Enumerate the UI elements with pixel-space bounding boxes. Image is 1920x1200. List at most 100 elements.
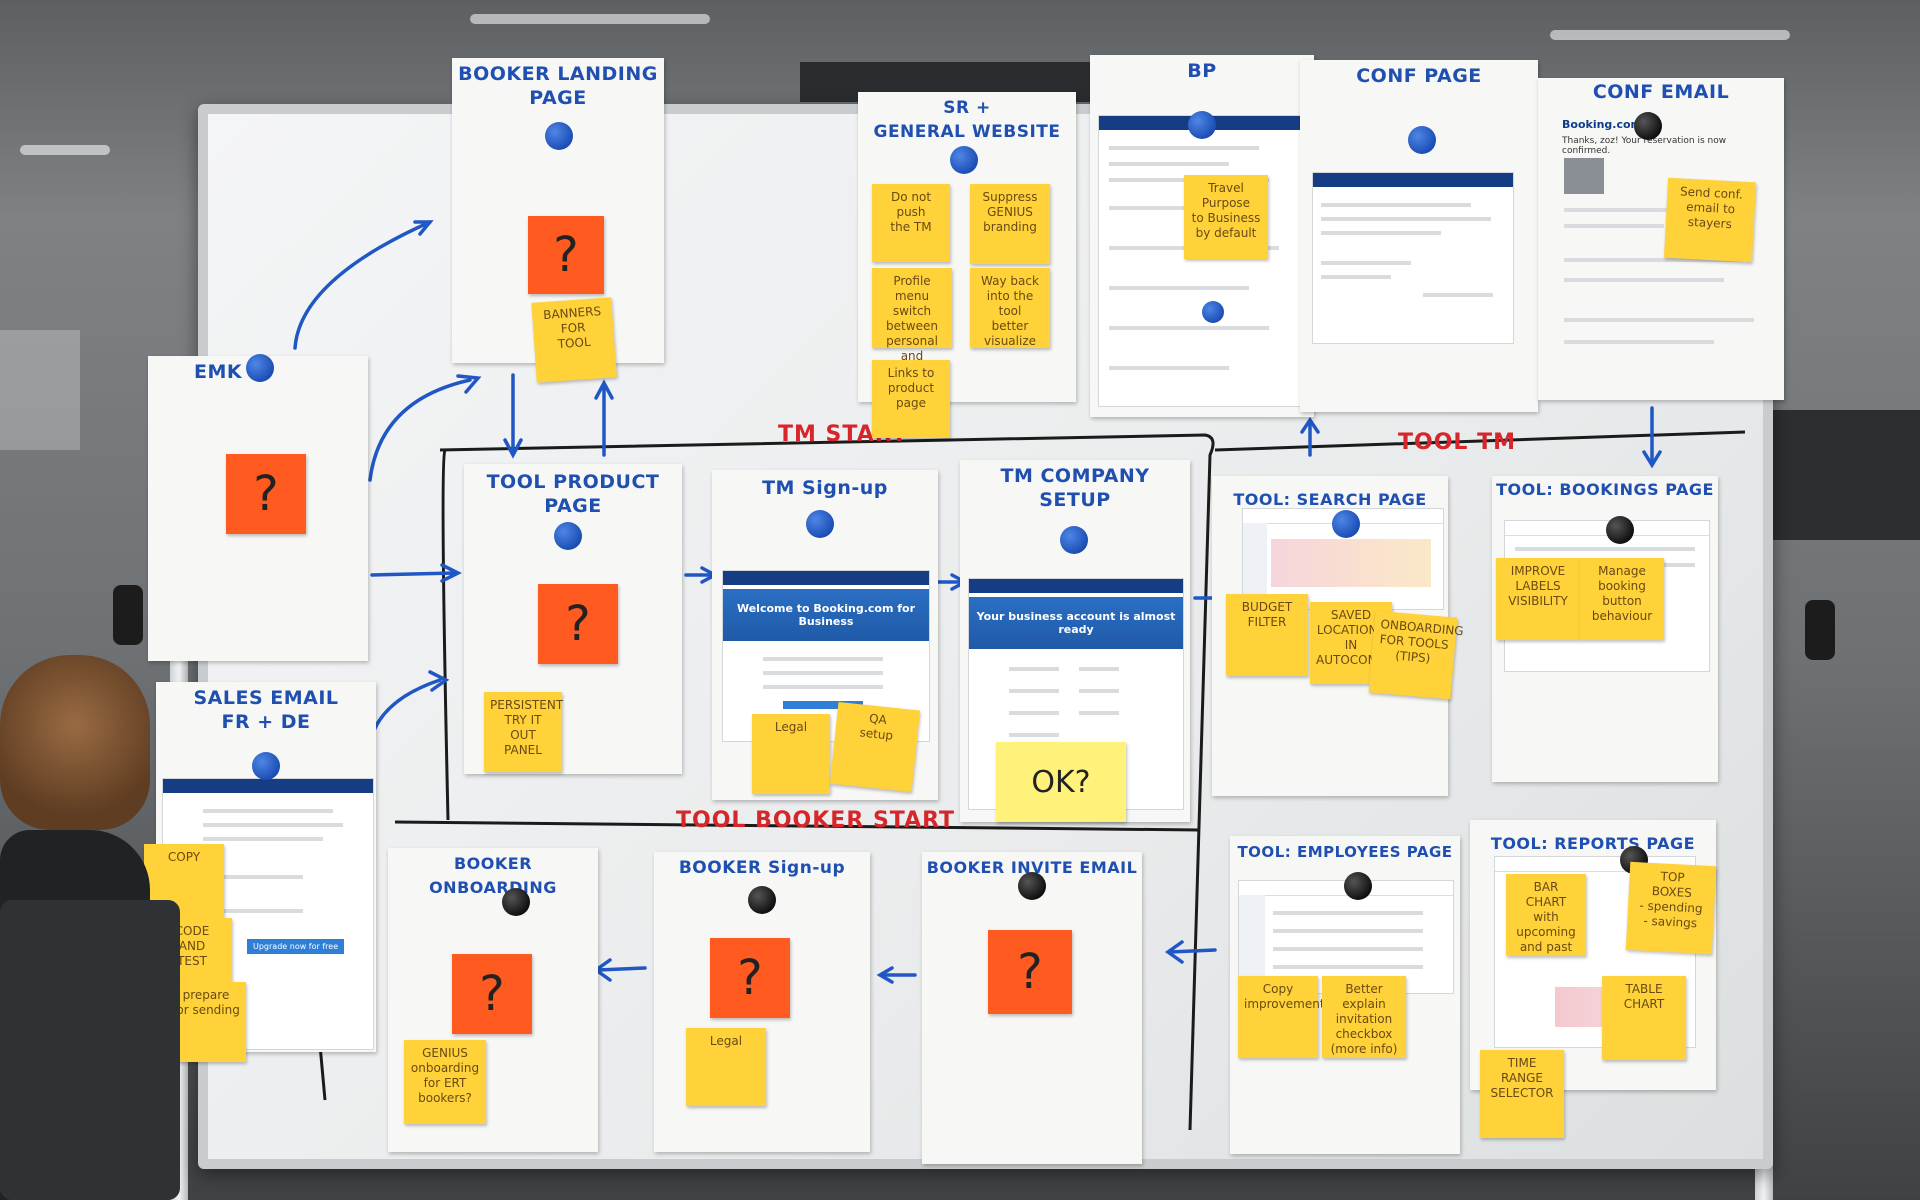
conf-email-thanks: Thanks, zoz! Your reservation is now con… xyxy=(1562,136,1727,156)
sticky-qa-setup: QA setup xyxy=(829,701,921,793)
easel-knob-left[interactable] xyxy=(113,585,143,645)
magnet xyxy=(1332,510,1360,538)
label-tool-booker-start: TOOL BOOKER START xyxy=(676,808,956,833)
sheet-sr-general: SR + GENERAL WEBSITE Do not push the TM … xyxy=(858,92,1076,438)
sticky-budget-filter: BUDGET FILTER xyxy=(1226,594,1308,676)
sticky-links-product: Links to product page xyxy=(872,360,950,438)
sticky-legal: Legal xyxy=(752,714,830,794)
label-tool-tm: TOOL TM xyxy=(1398,430,1516,455)
magnet xyxy=(950,146,978,174)
sheet-title: BOOKER ONBOARDING xyxy=(429,854,557,897)
magnet xyxy=(1018,872,1046,900)
sheet-tool-employees: TOOL: EMPLOYEES PAGE Copy improvements B… xyxy=(1230,836,1460,1154)
sheet-sales-email: SALES EMAIL FR + DE Upgrade now for free… xyxy=(144,682,376,1062)
sheet-tool-reports: TOOL: REPORTS PAGE BAR CHART with upcomi… xyxy=(1470,820,1717,1090)
sheet-title: TOOL: REPORTS PAGE xyxy=(1490,834,1696,853)
person-head xyxy=(0,655,150,830)
sheet-title: BOOKER Sign-up xyxy=(678,858,846,878)
sheet-booker-invite: BOOKER INVITE EMAIL ? xyxy=(922,852,1142,1164)
account-hero: Your business account is almost ready xyxy=(969,597,1183,649)
sticky-question: ? xyxy=(226,454,306,534)
sticky-question: ? xyxy=(452,954,532,1034)
magnet xyxy=(1202,301,1224,323)
magnet xyxy=(1060,526,1088,554)
sheet-tool-bookings: TOOL: BOOKINGS PAGE IMPROVE LABELS VISIB… xyxy=(1492,476,1718,782)
sheet-tool-product: TOOL PRODUCT PAGE ? PERSISTENT TRY IT OU… xyxy=(464,464,682,774)
sheet-title: BOOKER INVITE EMAIL xyxy=(926,858,1138,877)
sheet-title: BP xyxy=(1187,60,1217,82)
sticky-send-conf: Send conf. email to stayers xyxy=(1663,177,1757,263)
brand-text: Booking.com xyxy=(1562,118,1643,131)
sticky-suppress-genius: Suppress GENIUS branding xyxy=(970,184,1050,264)
booker-line xyxy=(394,820,1201,832)
magnet xyxy=(502,888,530,916)
magnet xyxy=(246,354,274,382)
ceiling-light xyxy=(1550,30,1790,40)
sticky-onboarding-tooltips: ONBOARDING FOR TOOLS (TIPS) xyxy=(1368,610,1464,700)
welcome-hero: Welcome to Booking.com for Business xyxy=(723,589,929,641)
magnet xyxy=(545,122,573,150)
tm-black-line xyxy=(439,433,1215,1131)
sticky-persistent: PERSISTENT TRY IT OUT PANEL xyxy=(484,692,563,772)
magnet xyxy=(1408,126,1436,154)
magnet xyxy=(554,522,582,550)
sticky-better-explain: Better explain invitation checkbox (more… xyxy=(1322,976,1406,1058)
sticky-legal: Legal xyxy=(686,1028,766,1106)
magnet xyxy=(252,752,280,780)
tool-tm-line xyxy=(1214,430,1746,452)
background-window xyxy=(0,330,80,450)
magnet xyxy=(806,510,834,538)
sheet-tm-company: TM COMPANY SETUP Your business account i… xyxy=(960,460,1190,822)
tool-employees-screenshot xyxy=(1238,880,1454,994)
sticky-genius-onboarding: GENIUS onboarding for ERT bookers? xyxy=(404,1040,486,1124)
sticky-question: ? xyxy=(538,584,618,664)
sheet-tm-signup: TM Sign-up Welcome to Booking.com for Bu… xyxy=(712,470,938,800)
upgrade-button[interactable]: Upgrade now for free xyxy=(247,939,345,954)
sheet-title: CONF EMAIL xyxy=(1592,81,1730,103)
sheet-title: TOOL: BOOKINGS PAGE xyxy=(1496,480,1714,499)
sheet-emk: EMK ? xyxy=(148,354,368,661)
sheet-booker-landing: BOOKER LANDING PAGE ? BANNERS FOR TOOL xyxy=(452,58,664,383)
sheet-title: CONF PAGE xyxy=(1356,65,1482,87)
sticky-do-not-push: Do not push the TM xyxy=(872,184,950,262)
ceiling-light xyxy=(20,145,110,155)
sticky-way-back: Way back into the tool better visualize xyxy=(970,268,1050,348)
sticky-copy-improvements: Copy improvements xyxy=(1238,976,1331,1058)
easel-knob-right[interactable] xyxy=(1805,600,1835,660)
magnet xyxy=(1606,516,1634,544)
tm-black-line-left xyxy=(441,449,450,821)
sheet-title: TOOL: EMPLOYEES PAGE xyxy=(1237,843,1453,861)
sticky-question: ? xyxy=(988,930,1072,1014)
sticky-question: ? xyxy=(528,216,604,294)
ceiling-light xyxy=(470,14,710,24)
sheet-title: TM Sign-up xyxy=(762,477,888,499)
magnet xyxy=(1344,872,1372,900)
sticky-bar-chart: BAR CHART with upcoming and past xyxy=(1506,874,1586,956)
magnet xyxy=(748,886,776,914)
sheet-booker-signup: BOOKER Sign-up ? Legal xyxy=(654,852,870,1152)
sticky-banners: BANNERS FOR TOOL xyxy=(531,297,617,383)
sheet-conf-email: CONF EMAIL Booking.com Thanks, zoz! Your… xyxy=(1538,78,1784,400)
sticky-travel-purpose: Travel Purpose to Business by default xyxy=(1184,175,1268,259)
sheet-tool-search: TOOL: SEARCH PAGE BUDGET FILTER SAVED LO… xyxy=(1212,476,1464,796)
sticky-manage-booking: Manage booking button behaviour xyxy=(1580,558,1664,640)
sticky-question: ? xyxy=(710,938,790,1018)
magnet xyxy=(1634,112,1662,140)
bp-screenshot xyxy=(1098,115,1308,407)
booker-line-small xyxy=(318,1044,327,1101)
sticky-improve-labels: IMPROVE LABELS VISIBILITY xyxy=(1496,558,1580,640)
sheet-title: TM COMPANY SETUP xyxy=(1000,465,1150,511)
background-desk xyxy=(1770,410,1920,540)
sheet-title: SR + GENERAL WEBSITE xyxy=(873,98,1061,142)
hotel-photo xyxy=(1564,158,1604,194)
conf-page-screenshot xyxy=(1312,172,1514,344)
sheet-booker-onboarding: BOOKER ONBOARDING ? GENIUS onboarding fo… xyxy=(388,848,598,1152)
sticky-time-range: TIME RANGE SELECTOR xyxy=(1480,1050,1564,1138)
sheet-title: SALES EMAIL FR + DE xyxy=(193,687,339,733)
sticky-profile-menu: Profile menu switch between personal and… xyxy=(872,268,952,393)
sheet-bp: BP Travel Purpose to Business by default xyxy=(1090,55,1314,417)
magnet xyxy=(1188,111,1216,139)
sheet-title: BOOKER LANDING PAGE xyxy=(458,63,658,109)
sheet-conf-page: CONF PAGE xyxy=(1300,60,1538,412)
sheet-title: EMK xyxy=(194,361,243,383)
